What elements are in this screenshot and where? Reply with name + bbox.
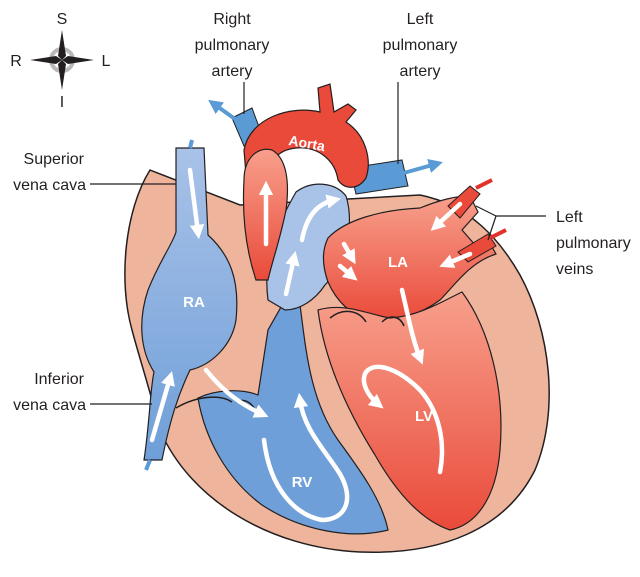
compass-west-point [30,56,62,64]
label-ivc-line-1: Inferior [34,371,84,388]
label-left-pulmonary-artery: Left pulmonary artery [383,11,458,164]
label-rv: RV [292,474,313,491]
right-pulmonary-flow-arrow [214,104,242,124]
label-lpv-line-3: veins [556,261,593,278]
label-right-pulmonary-artery: Right pulmonary artery [195,11,270,114]
label-ivc-line-2: vena cava [13,397,86,414]
label-lpv-line-2: pulmonary [556,235,631,252]
compass-north-point [58,30,66,60]
label-lv: LV [415,408,433,425]
left-pulmonary-flow-arrow [400,164,436,174]
label-rpa-line-1: Right [213,11,251,28]
leader-lpv-upper [476,206,496,216]
label-lpv-line-1: Left [556,209,583,226]
compass-east-point [62,56,94,64]
label-rpa-line-3: artery [212,63,253,80]
label-la: LA [388,254,408,271]
compass-south-point [58,60,66,90]
pulmonary-vein-stub-upper [476,180,492,188]
pulmonary-vein-stub-lower [490,230,506,238]
compass-left: L [102,53,111,70]
label-svc-line-1: Superior [24,151,85,168]
label-lpa-line-3: artery [400,63,441,80]
label-lpa-line-1: Left [407,11,434,28]
label-rpa-line-2: pulmonary [195,37,270,54]
label-ra: RA [183,294,205,311]
compass-superior: S [57,11,68,28]
compass: S I R L [10,11,110,111]
compass-inferior: I [60,94,64,111]
compass-right: R [10,53,22,70]
svc-inflow-stub [190,140,192,148]
label-svc-line-2: vena cava [13,177,86,194]
ivc-inflow-stub [146,460,150,470]
label-lpa-line-2: pulmonary [383,37,458,54]
label-inferior-vena-cava: Inferior vena cava [13,371,152,414]
